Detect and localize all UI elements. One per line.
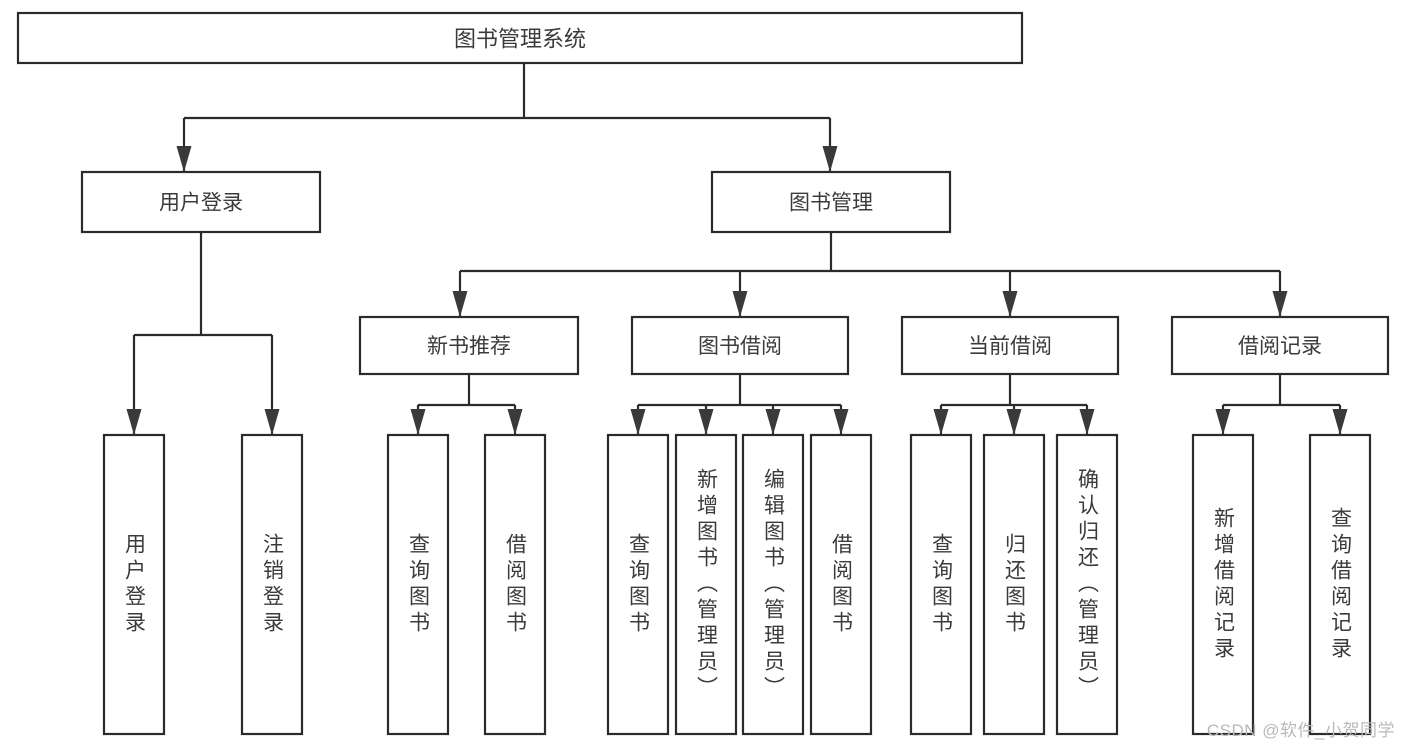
node-label-book-borrow: 图书借阅 bbox=[698, 335, 782, 358]
arrow-head-icon bbox=[1002, 291, 1018, 317]
node-label-book-manage: 图书管理 bbox=[789, 192, 873, 215]
node-box-leaf-add-borrow-record[interactable] bbox=[1191, 433, 1255, 736]
arrow-head-icon bbox=[1215, 409, 1231, 435]
connectors-layer bbox=[126, 63, 1348, 435]
node-box-leaf-borrow-book[interactable] bbox=[809, 433, 873, 736]
arrow-head-icon bbox=[1332, 409, 1348, 435]
node-label-current-borrow: 当前借阅 bbox=[968, 335, 1052, 358]
node-label-user-login: 用户登录 bbox=[159, 192, 243, 215]
arrow-head-icon bbox=[176, 146, 192, 172]
node-box-leaf-query-book-recommend[interactable] bbox=[386, 433, 450, 736]
node-box-leaf-query-book-current[interactable] bbox=[909, 433, 973, 736]
arrow-head-icon bbox=[1272, 291, 1288, 317]
node-box-book-borrow[interactable] bbox=[630, 315, 850, 376]
node-box-leaf-borrow-book-recommend[interactable] bbox=[483, 433, 547, 736]
arrow-head-icon bbox=[933, 409, 949, 435]
node-box-leaf-edit-book[interactable] bbox=[741, 433, 805, 736]
arrow-head-icon bbox=[1006, 409, 1022, 435]
node-box-leaf-return-book[interactable] bbox=[982, 433, 1046, 736]
arrow-head-icon bbox=[698, 409, 714, 435]
node-boxes-layer bbox=[16, 11, 1390, 736]
node-box-root[interactable] bbox=[16, 11, 1024, 65]
arrow-head-icon bbox=[833, 409, 849, 435]
node-box-current-borrow[interactable] bbox=[900, 315, 1120, 376]
connector-group bbox=[630, 374, 849, 435]
arrow-head-icon bbox=[264, 409, 280, 435]
arrow-head-icon bbox=[765, 409, 781, 435]
arrow-head-icon bbox=[822, 146, 838, 172]
connector-group bbox=[176, 63, 838, 172]
node-label-new-book-recommend: 新书推荐 bbox=[427, 335, 511, 358]
node-box-leaf-confirm-return[interactable] bbox=[1055, 433, 1119, 736]
connector-group bbox=[1215, 374, 1348, 435]
connector-group bbox=[126, 232, 280, 435]
node-box-leaf-user-login[interactable] bbox=[102, 433, 166, 736]
arrow-head-icon bbox=[452, 291, 468, 317]
arrow-head-icon bbox=[410, 409, 426, 435]
connector-group bbox=[452, 232, 1288, 317]
node-box-book-manage[interactable] bbox=[710, 170, 952, 234]
node-label-root: 图书管理系统 bbox=[454, 27, 586, 52]
node-box-user-login[interactable] bbox=[80, 170, 322, 234]
node-box-leaf-query-book-borrow[interactable] bbox=[606, 433, 670, 736]
connector-group bbox=[933, 374, 1095, 435]
arrow-head-icon bbox=[126, 409, 142, 435]
node-box-leaf-query-borrow-record[interactable] bbox=[1308, 433, 1372, 736]
arrow-head-icon bbox=[1079, 409, 1095, 435]
watermark-text: CSDN @软件_小贺同学 bbox=[1206, 721, 1395, 740]
arrow-head-icon bbox=[507, 409, 523, 435]
node-box-new-book-recommend[interactable] bbox=[358, 315, 580, 376]
connector-group bbox=[410, 374, 523, 435]
node-box-leaf-add-book[interactable] bbox=[674, 433, 738, 736]
node-label-borrow-record: 借阅记录 bbox=[1238, 335, 1322, 358]
arrow-head-icon bbox=[732, 291, 748, 317]
arrow-head-icon bbox=[630, 409, 646, 435]
node-box-leaf-logout[interactable] bbox=[240, 433, 304, 736]
node-box-borrow-record[interactable] bbox=[1170, 315, 1390, 376]
